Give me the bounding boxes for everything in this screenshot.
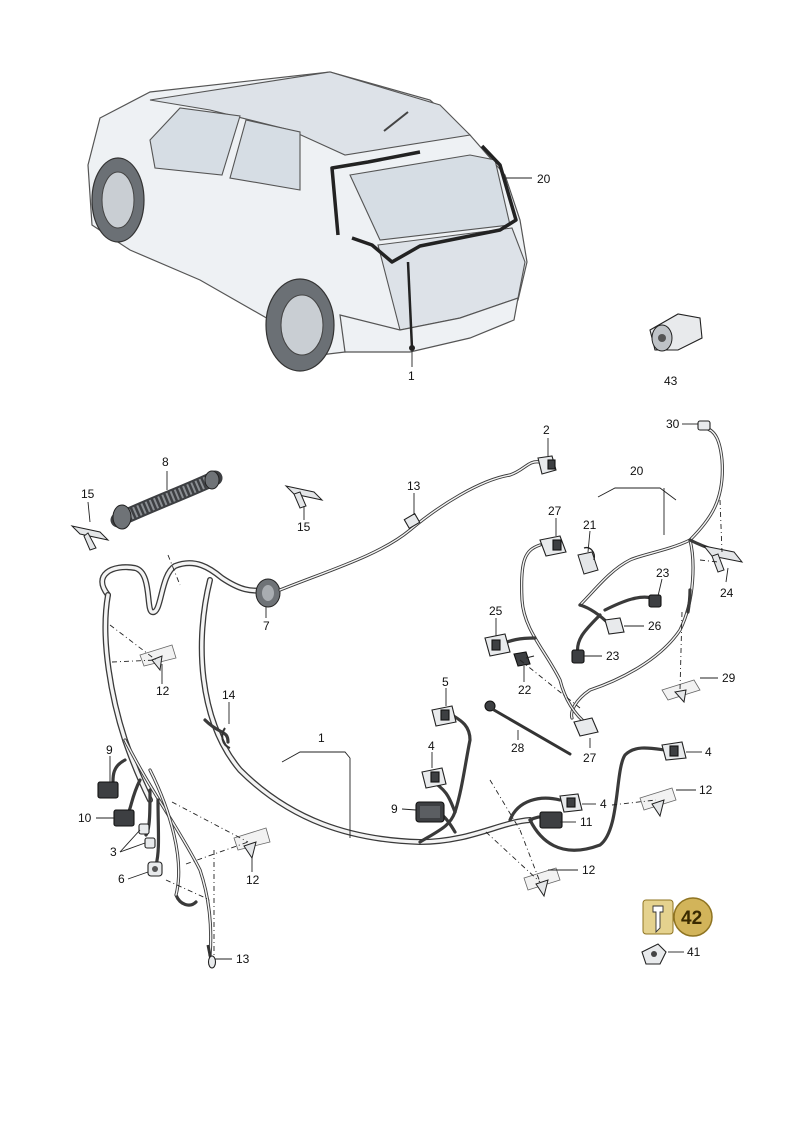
- callout-20: 20: [630, 464, 644, 478]
- callout-4-middle: 4: [600, 797, 607, 811]
- part-12-clip-right: [639, 787, 677, 818]
- part-4-connector-middle: [559, 793, 583, 813]
- callout-25: 25: [489, 604, 503, 618]
- vehicle-illustration: [87, 71, 528, 372]
- callout-29: 29: [722, 671, 736, 685]
- callout-5: 5: [442, 675, 449, 689]
- part-6-connector: [147, 861, 163, 877]
- callout-9-left: 9: [106, 743, 113, 757]
- callout-1: 1: [318, 731, 325, 745]
- callout-4-right: 4: [705, 745, 712, 759]
- part-14-clip: [221, 727, 231, 749]
- callout-20-vehicle: 20: [537, 172, 551, 186]
- part-30-sensor: [697, 420, 711, 431]
- callout-12-lower-left: 12: [246, 873, 260, 887]
- part-8-corrugated-tube: [110, 470, 223, 530]
- callout-2: 2: [543, 423, 550, 437]
- part-23-connector-lower: [571, 649, 585, 664]
- callout-11: 11: [580, 815, 593, 829]
- callout-13-bottom: 13: [236, 952, 250, 966]
- callout-6: 6: [118, 872, 125, 886]
- callout-4-left: 4: [428, 739, 435, 753]
- callout-22: 22: [518, 683, 532, 697]
- part-27-connector-top: [539, 535, 567, 557]
- callout-15-middle: 15: [297, 520, 311, 534]
- part-12-clip-upper-left: [139, 644, 177, 672]
- callout-9-center: 9: [391, 802, 398, 816]
- callout-43: 43: [664, 374, 678, 388]
- part-4-connector-right: [661, 741, 687, 761]
- callout-12-upper-left: 12: [156, 684, 170, 698]
- part-29-tape: [661, 679, 701, 701]
- part-4-connector-left: [421, 767, 447, 789]
- callout-24: 24: [720, 586, 734, 600]
- part-43-socket: [649, 313, 703, 352]
- tailgate-harness: [498, 426, 724, 727]
- callout-12-right: 12: [699, 783, 713, 797]
- part-42-screw-badge: 42: [642, 897, 713, 937]
- part-23-connector-upper: [648, 594, 662, 608]
- callout-30: 30: [666, 417, 680, 431]
- part-7-grommet: [255, 578, 281, 608]
- main-harness: [99, 560, 667, 957]
- reference-lines: [109, 499, 723, 955]
- callout-21: 21: [583, 518, 597, 532]
- callout-13-top: 13: [407, 479, 421, 493]
- part-26-connector: [604, 617, 625, 635]
- callout-12-bottom: 12: [582, 863, 596, 877]
- part-13-connector-top: [403, 512, 421, 530]
- part-28-cable-tie: [484, 700, 572, 756]
- part-9-connector-left: [97, 781, 119, 799]
- part-25-connector: [484, 633, 511, 657]
- part-10-connector: [113, 809, 135, 827]
- part-13-end-sleeve: [207, 955, 217, 969]
- callout-3: 3: [110, 845, 117, 859]
- part-15-clip-middle: [284, 485, 324, 509]
- badge-42-label: 42: [681, 908, 702, 929]
- part-21-clip: [577, 546, 599, 575]
- part-9-connector-center: [415, 801, 445, 823]
- callout-23-upper: 23: [656, 566, 670, 580]
- callout-28: 28: [511, 741, 525, 755]
- callout-8: 8: [162, 455, 169, 469]
- part-12-clip-lower-left: [233, 827, 271, 860]
- part-2-connector: [537, 455, 557, 475]
- callout-23-lower: 23: [606, 649, 620, 663]
- part-5-connector: [431, 705, 457, 727]
- callout-27-bottom: 27: [583, 751, 597, 765]
- callout-10: 10: [78, 811, 92, 825]
- callout-27-top: 27: [548, 504, 562, 518]
- callout-labels: 2 8 15 15 13 7 30 20 27 21 23 24 25 26 2…: [78, 417, 736, 966]
- callout-41: 41: [687, 945, 701, 959]
- callout-26: 26: [648, 619, 662, 633]
- part-12-clip-bottom: [523, 867, 561, 898]
- part-24-clip: [702, 545, 744, 573]
- callout-15-left: 15: [81, 487, 95, 501]
- part-22-connector: [513, 651, 535, 667]
- part-15-clip-left: [70, 525, 110, 551]
- callout-1-vehicle: 1: [408, 369, 415, 383]
- callout-14: 14: [222, 688, 236, 702]
- part-3-connectors: [138, 823, 156, 849]
- part-11-connector: [539, 811, 563, 829]
- leader-lines: [87, 423, 729, 960]
- callout-7: 7: [263, 619, 270, 633]
- part-27-connector-bottom: [573, 717, 599, 737]
- part-41-clip-nut: [641, 943, 667, 965]
